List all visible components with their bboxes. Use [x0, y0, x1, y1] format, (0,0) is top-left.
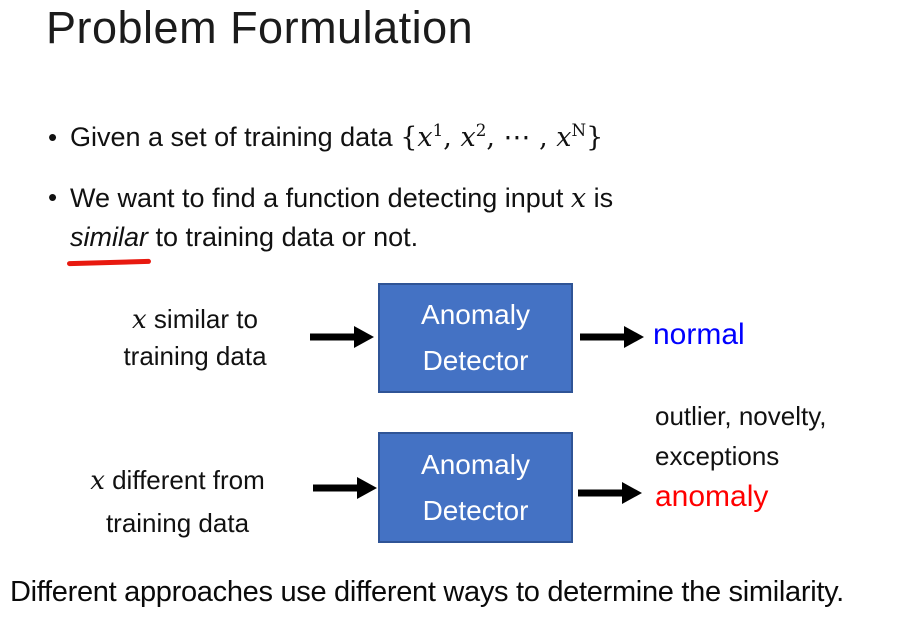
input-label-different: x different from training data — [90, 465, 265, 538]
box-label-line1: Anomaly — [421, 299, 530, 330]
bullet-item-training-data: • Given a set of training data {x1, x2, … — [48, 119, 603, 156]
output-label-anomaly: anomaly — [655, 480, 769, 513]
box-label-line1: Anomaly — [421, 448, 530, 480]
bullet-item-similarity-function: • We want to find a function detecting i… — [48, 179, 613, 267]
box-label-line2: Detector — [422, 345, 529, 376]
anomaly-detector-box-1: Anomaly Detector — [378, 283, 573, 393]
bullet-text: We want to find a function detecting inp… — [66, 179, 613, 267]
bullet-text: Given a set of training data {x1, x2, ⋯ … — [70, 120, 604, 153]
arrow-right-icon — [578, 482, 642, 509]
input-label-similar: x similar to training data — [123, 304, 267, 371]
arrow-right-icon — [580, 326, 644, 353]
red-underline — [66, 258, 152, 267]
math-x: x — [570, 183, 587, 214]
underlined-word: similar — [66, 218, 152, 267]
footer-note: Different approaches use different ways … — [10, 576, 844, 608]
output-label-normal: normal — [653, 318, 745, 351]
anomaly-detector-box-2: Anomaly Detector — [378, 432, 573, 543]
output-block-anomaly: outlier, novelty, exceptions anomaly — [655, 396, 827, 518]
math-x: x — [90, 466, 105, 496]
arrow-right-icon — [310, 326, 374, 353]
math-expression: {x1, x2, ⋯ , xN} — [400, 120, 604, 153]
output-synonyms-line1: outlier, novelty, — [655, 401, 827, 431]
box-label-line2: Detector — [422, 494, 529, 526]
arrow-right-icon — [313, 477, 377, 504]
slide-title: Problem Formulation — [46, 2, 474, 53]
bullet-dot: • — [48, 182, 58, 212]
output-synonyms-line2: exceptions — [655, 441, 780, 471]
math-x: x — [132, 305, 147, 335]
bullet-dot: • — [48, 122, 58, 152]
